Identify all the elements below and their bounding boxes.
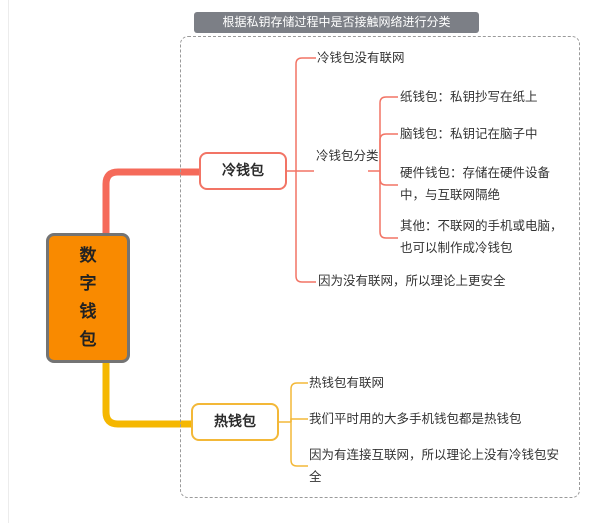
leaf-paper-wallet[interactable]: 纸钱包：私钥抄写在纸上	[400, 89, 538, 104]
page-edge-divider	[8, 0, 9, 523]
leaf-cold-offline[interactable]: 冷钱包没有联网	[317, 50, 405, 65]
classify-other-connector	[379, 171, 398, 239]
leaf-hot-less-safe[interactable]: 因为有连接互联网，所以理论上没有冷钱包安全	[309, 447, 560, 484]
leaf-cold-classify[interactable]: 冷钱包分类	[316, 148, 379, 163]
root-to-cold-connector	[102, 168, 203, 240]
root-node-digital-wallet[interactable]: 数字钱包	[46, 233, 130, 363]
classify-brain-connector	[379, 133, 398, 171]
hot-phone-connector	[290, 418, 308, 422]
leaf-brain-wallet[interactable]: 脑钱包：私钥记在脑子中	[400, 126, 538, 141]
leaf-other-cold-wallet[interactable]: 其他：不联网的手机或电脑，也可以制作成冷钱包	[400, 218, 563, 255]
root-to-hot-connector	[102, 356, 195, 428]
branch-node-cold-wallet[interactable]: 冷钱包	[199, 152, 287, 190]
branch-node-hot-wallet[interactable]: 热钱包	[191, 403, 279, 441]
frame-caption: 根据私钥存储过程中是否接触网络进行分类	[194, 12, 479, 33]
leaf-hot-phone-wallet[interactable]: 我们平时用的大多手机钱包都是热钱包	[309, 411, 522, 426]
summary-frame	[180, 36, 580, 498]
hot-lesssafe-connector	[290, 422, 308, 467]
leaf-cold-safer[interactable]: 因为没有联网，所以理论上更安全	[318, 273, 506, 288]
leaf-hot-online[interactable]: 热钱包有联网	[309, 375, 385, 390]
leaf-hardware-wallet[interactable]: 硬件钱包：存储在硬件设备中，与互联网隔绝	[400, 165, 551, 202]
classify-paper-connector	[379, 96, 398, 171]
cold-safer-connector	[295, 171, 316, 283]
cold-offline-connector	[295, 57, 316, 171]
root-node-label: 数字钱包	[79, 246, 97, 350]
hot-online-connector	[290, 382, 308, 422]
